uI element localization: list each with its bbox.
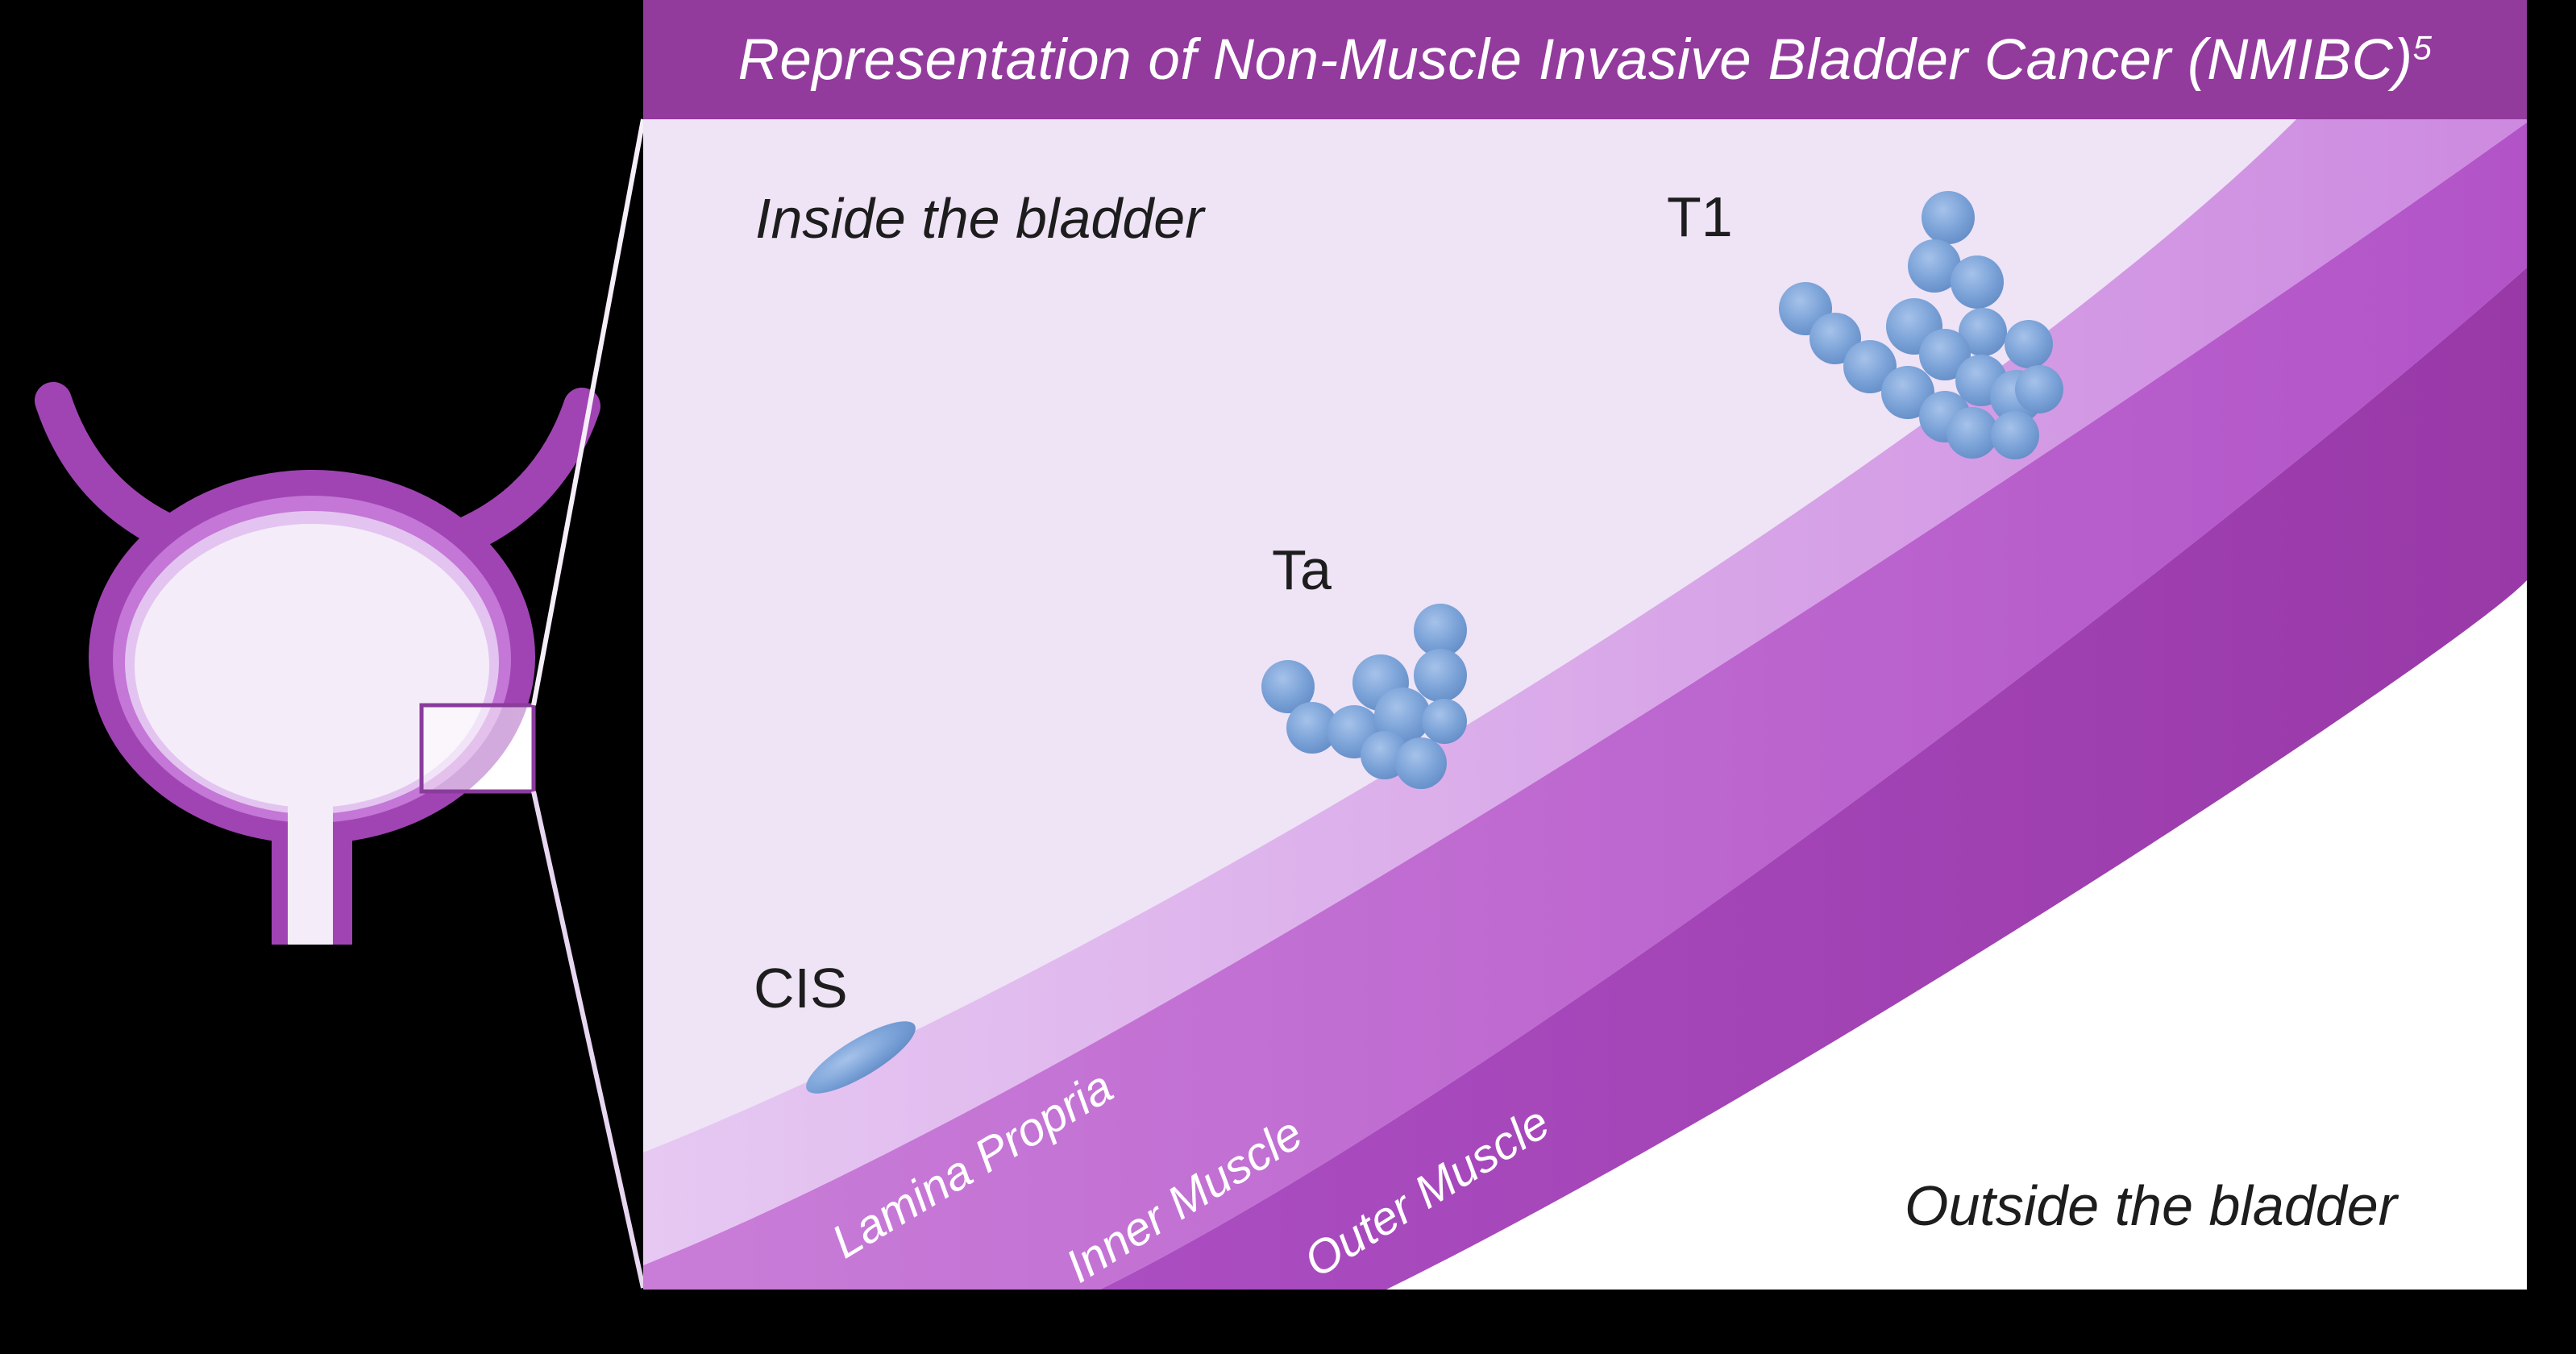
- panel-title-reference-superscript: 5: [2412, 27, 2433, 66]
- zoom-region-box-border: [419, 703, 536, 794]
- magnified-wall-panel: Inside the bladder Outside the bladder T…: [643, 0, 2527, 1290]
- ta-stage-label: Ta: [1272, 538, 1332, 601]
- panel-title-bar: Representation of Non-Muscle Invasive Bl…: [643, 0, 2527, 119]
- wall-layers-diagram: Inside the bladder Outside the bladder T…: [643, 118, 2527, 1290]
- zoom-region-box: [422, 705, 534, 791]
- callout-line-bottom: [531, 791, 645, 1289]
- callout-line-top: [531, 118, 645, 706]
- bladder-anatomy-illustration: [35, 118, 645, 1289]
- bladder-lumen: [135, 524, 489, 808]
- panel-title-text: Representation of Non-Muscle Invasive Bl…: [737, 27, 2413, 92]
- urethra-channel: [288, 794, 333, 945]
- cis-stage-label: CIS: [754, 957, 848, 1020]
- t1-stage-label: T1: [1667, 185, 1733, 248]
- outside-bladder-label: Outside the bladder: [1905, 1174, 2399, 1237]
- ta-tumor-cluster: [1261, 604, 1467, 789]
- panel-title: Representation of Non-Muscle Invasive Bl…: [738, 27, 2433, 93]
- zoom-box-wall-preview: [422, 705, 528, 791]
- inside-bladder-label: Inside the bladder: [755, 187, 1206, 250]
- cis-tumor: [806, 1021, 916, 1094]
- t1-tumor-cluster: [1779, 191, 2063, 459]
- band-outer-muscle: [1100, 268, 2527, 1290]
